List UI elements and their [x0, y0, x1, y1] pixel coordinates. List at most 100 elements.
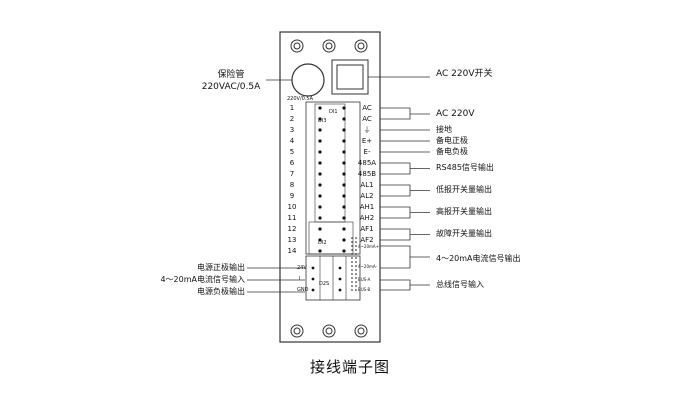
- label-high-alarm: 高报开关量输出: [436, 207, 492, 216]
- terminal-dot: [342, 249, 346, 253]
- leader-line: [380, 206, 411, 219]
- terminal-dot: [342, 161, 346, 165]
- terminal-dot: [355, 241, 357, 243]
- terminal-dot: [318, 238, 322, 242]
- code-bus-a: BUS-A: [358, 277, 371, 282]
- code-current-pos: 4~20mA+: [358, 244, 379, 249]
- terminal-dot: [342, 238, 346, 242]
- top-screw-left: [290, 39, 304, 53]
- terminal-dot: [355, 245, 357, 247]
- bottom-screw-right: [354, 324, 368, 338]
- code-bus-b: BUS-B: [358, 287, 371, 292]
- terminal-number: 13: [287, 236, 297, 244]
- terminal-dot: [318, 117, 322, 121]
- label-power-pos: 电源正极输出: [197, 263, 245, 272]
- terminal-code: AC: [362, 115, 372, 123]
- code-current-neg: 4~20mA-: [358, 264, 377, 269]
- terminal-dot: [351, 245, 353, 247]
- terminal-code: E-: [363, 148, 371, 156]
- label-backup-pos: 备电正极: [436, 136, 468, 145]
- leader-line: [380, 245, 411, 269]
- terminal-dot: [318, 172, 322, 176]
- terminal-dot: [342, 139, 346, 143]
- terminal-dot: [355, 289, 357, 291]
- diagram-title: 接线端子图: [309, 358, 390, 376]
- terminal-dot: [351, 289, 353, 291]
- code-d2s: D2S: [319, 281, 330, 287]
- label-current-in: 4～20mA电流信号输入: [160, 275, 245, 284]
- label-power-neg: 电源负极输出: [197, 287, 245, 296]
- terminal-code: AC: [362, 104, 372, 112]
- terminal-dot: [318, 205, 322, 209]
- power-switch-inner: [336, 64, 364, 90]
- terminal-dot: [318, 128, 322, 132]
- terminal-dot: [318, 194, 322, 198]
- terminal-dot: [351, 237, 353, 239]
- label-ground: 接地: [436, 125, 452, 134]
- terminal-number: 1: [289, 104, 295, 112]
- terminal-dot: [351, 277, 353, 279]
- terminal-dot: [311, 266, 315, 270]
- terminal-dot: [351, 249, 353, 251]
- terminal-dot: [342, 150, 346, 154]
- terminal-dot: [342, 106, 346, 110]
- terminal-dot: [351, 285, 353, 287]
- terminal-dot: [318, 139, 322, 143]
- terminal-dot: [318, 106, 322, 110]
- terminal-dot: [351, 261, 353, 263]
- switch-label: AC 220V开关: [436, 69, 493, 79]
- terminal-dot: [342, 172, 346, 176]
- fuse-label-line1: 保险管: [217, 70, 245, 80]
- code-gnd: GND: [297, 287, 309, 293]
- terminal-dot: [342, 194, 346, 198]
- label-low-alarm: 低报开关量输出: [436, 185, 492, 194]
- terminal-dot: [342, 216, 346, 220]
- terminal-code: E+: [361, 137, 373, 145]
- leader-line: [380, 184, 411, 197]
- relay-label-di1: DI1: [329, 109, 338, 115]
- terminal-code: AH2: [359, 214, 375, 222]
- terminal-code: AF2: [360, 236, 374, 244]
- terminal-dot: [342, 205, 346, 209]
- terminal-dot: [351, 269, 353, 271]
- relay-label-di3: DI3: [318, 118, 327, 124]
- terminal-number: 4: [289, 137, 295, 145]
- terminal-number: 7: [289, 170, 295, 178]
- terminal-dot: [351, 241, 353, 243]
- label-current-out: 4～20mA电流信号输出: [436, 254, 521, 263]
- terminal-dot: [311, 288, 315, 292]
- terminal-dots: [311, 106, 357, 292]
- bottom-screw-left: [290, 324, 304, 338]
- terminal-number: 14: [287, 247, 297, 255]
- terminal-number: 6: [289, 159, 295, 167]
- terminal-dot: [355, 257, 357, 259]
- terminal-dot: [318, 183, 322, 187]
- terminal-dot: [355, 265, 357, 267]
- terminal-code: 485A: [357, 159, 377, 167]
- terminal-dot: [338, 266, 342, 270]
- terminal-dot: [355, 269, 357, 271]
- terminal-dot: [318, 227, 322, 231]
- terminal-code: AF1: [360, 225, 374, 233]
- label-ac220v: AC 220V: [436, 109, 475, 119]
- terminal-dot: [355, 281, 357, 283]
- terminal-dot: [338, 277, 342, 281]
- terminal-number: 2: [289, 115, 295, 123]
- leader-lines: [247, 76, 430, 293]
- top-screw-middle: [322, 39, 336, 53]
- code-24v: 24V: [297, 265, 307, 271]
- leader-line: [380, 228, 411, 241]
- label-fault: 故障开关量输出: [436, 229, 492, 238]
- relay-label-di2: DI2: [318, 240, 327, 246]
- terminal-code: ⏚: [363, 126, 371, 134]
- terminal-number: 3: [289, 126, 295, 134]
- terminal-dot: [342, 227, 346, 231]
- terminal-dot: [351, 253, 353, 255]
- leader-line: [380, 279, 411, 291]
- terminal-code: AL2: [360, 192, 374, 200]
- label-backup-neg: 备电负极: [436, 147, 468, 156]
- terminal-dot: [355, 285, 357, 287]
- fuse-small-text: 220V/0.5A: [287, 96, 314, 102]
- terminal-dot: [351, 273, 353, 275]
